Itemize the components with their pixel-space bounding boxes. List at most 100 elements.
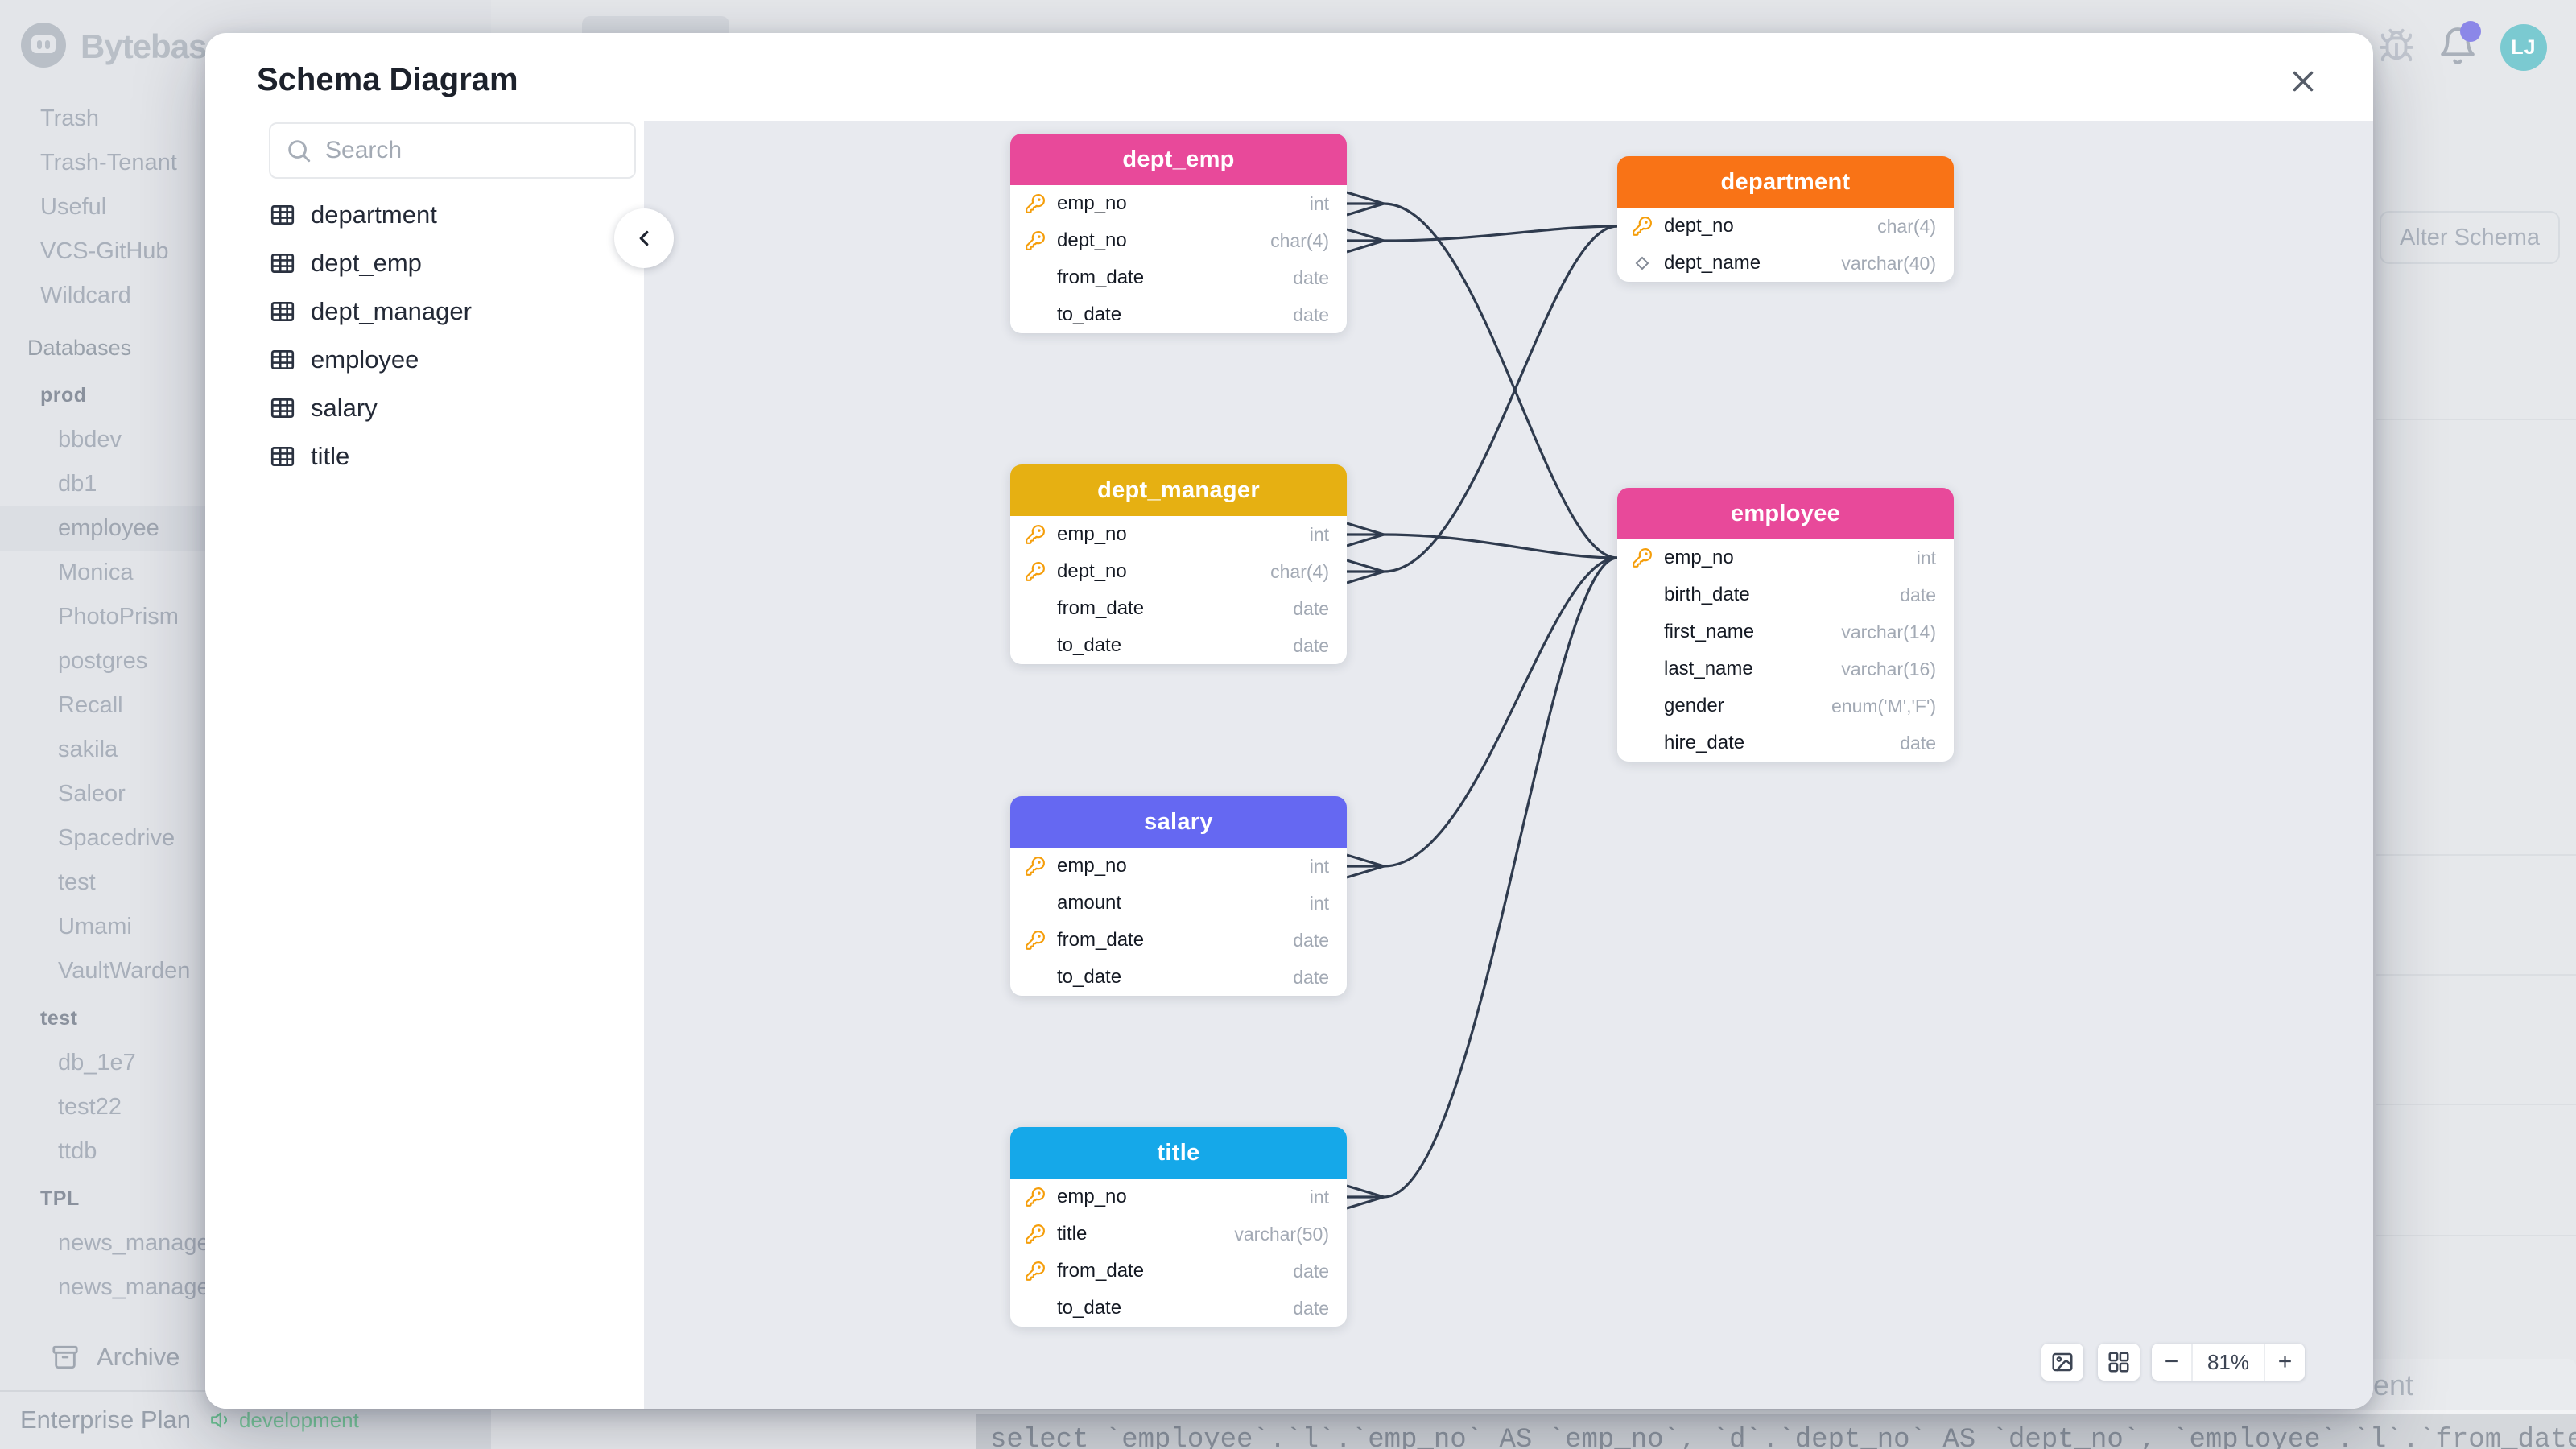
sidebar-label: VaultWarden (58, 958, 191, 984)
environment-label: development (238, 1407, 359, 1432)
field-icon-placeholder (1632, 658, 1656, 679)
table-list-label: salary (311, 394, 378, 422)
sidebar-item-sakila: sakila (0, 728, 208, 772)
sidebar-label: Umami (58, 914, 132, 939)
key-icon (1025, 524, 1049, 545)
bytebase-logo-icon (21, 23, 66, 68)
background-table-separator (2376, 1104, 2576, 1105)
sidebar-label: postgres (58, 648, 148, 674)
table-card-header: employee (1617, 488, 1954, 539)
field-type: date (1293, 634, 1329, 656)
sidebar-group-prod: prod (0, 374, 208, 418)
table-list-item-dept-emp[interactable]: dept_emp (205, 239, 644, 287)
field-icon-placeholder (1025, 304, 1049, 325)
relation-lines (1346, 191, 1618, 1210)
sidebar-item-news-manage: news_manage (0, 1265, 208, 1310)
plan-label: Enterprise Plan (20, 1406, 191, 1434)
field-name: amount (1057, 892, 1122, 914)
zoom-level: 81% (2191, 1344, 2265, 1381)
sidebar-item-vcs-github: VCS-GitHub (0, 229, 208, 274)
sidebar-item-news-manage: news_manage (0, 1221, 208, 1265)
table-list-item-title[interactable]: title (205, 432, 644, 481)
field-icon-placeholder (1632, 733, 1656, 753)
auto-layout-button[interactable] (2098, 1344, 2140, 1381)
sidebar-label: PhotoPrism (58, 604, 179, 630)
field-name: emp_no (1057, 192, 1127, 214)
field-name: dept_no (1664, 215, 1734, 237)
background-table-separator (2376, 1235, 2576, 1236)
field-type: date (1293, 266, 1329, 288)
avatar: LJ (2500, 24, 2547, 71)
key-icon (1025, 1261, 1049, 1282)
field-icon-placeholder (1025, 635, 1049, 656)
sidebar-label: Trash (40, 105, 100, 131)
chevron-left-icon (639, 230, 649, 246)
sidebar-group-tpl: TPL (0, 1177, 208, 1221)
field-name: emp_no (1057, 855, 1127, 877)
table-card-header: title (1010, 1127, 1347, 1179)
sidebar-label: test22 (58, 1094, 122, 1120)
field-name: dept_no (1057, 560, 1127, 582)
table-list-item-salary[interactable]: salary (205, 384, 644, 432)
bug-icon (2378, 27, 2415, 68)
table-list-item-employee[interactable]: employee (205, 336, 644, 384)
key-icon (1025, 1224, 1049, 1245)
field-name: dept_no (1057, 229, 1127, 251)
field-type: varchar(16) (1841, 658, 1936, 679)
search-box (269, 122, 636, 179)
table-list-item-department[interactable]: department (205, 191, 644, 239)
field-type: date (1900, 732, 1936, 753)
collapse-panel-button[interactable] (614, 208, 674, 268)
field-type: date (1293, 1260, 1329, 1282)
field-type: varchar(14) (1841, 621, 1936, 642)
zoom-control: − 81% + (2152, 1344, 2305, 1381)
table-icon (269, 201, 296, 229)
sidebar-label: news_manage (58, 1230, 208, 1256)
field-icon-placeholder (1025, 1298, 1049, 1319)
sidebar-item-db1: db1 (0, 462, 208, 506)
field-type: int (1309, 192, 1329, 214)
sidebar-label: Wildcard (40, 283, 131, 308)
search-input[interactable] (324, 136, 620, 165)
key-icon (1632, 216, 1656, 237)
key-icon (1025, 856, 1049, 877)
sidebar-label: VCS-GitHub (40, 238, 169, 264)
field-name: gender (1664, 695, 1724, 716)
field-icon-placeholder (1025, 598, 1049, 619)
modal-title: Schema Diagram (257, 62, 518, 97)
sidebar-item-vaultwarden: VaultWarden (0, 949, 208, 993)
export-image-button[interactable] (2041, 1344, 2083, 1381)
sidebar-label: bbdev (58, 427, 122, 452)
zoom-out-button[interactable]: − (2164, 1348, 2179, 1375)
table-list-item-dept-manager[interactable]: dept_manager (205, 287, 644, 336)
table-list-label: dept_emp (311, 249, 422, 277)
sidebar-item-trash-tenant: Trash-Tenant (0, 141, 208, 185)
background-table-separator (2376, 974, 2576, 976)
close-button[interactable] (2282, 60, 2324, 102)
sidebar-label: Recall (58, 692, 123, 718)
sidebar-item-ttdb: ttdb (0, 1129, 208, 1174)
sidebar-label: sakila (58, 737, 118, 762)
zoom-in-button[interactable]: + (2277, 1348, 2293, 1375)
sidebar-item-umami: Umami (0, 905, 208, 949)
table-card-header: dept_emp (1010, 134, 1347, 185)
sidebar-group-test: test (0, 997, 208, 1041)
